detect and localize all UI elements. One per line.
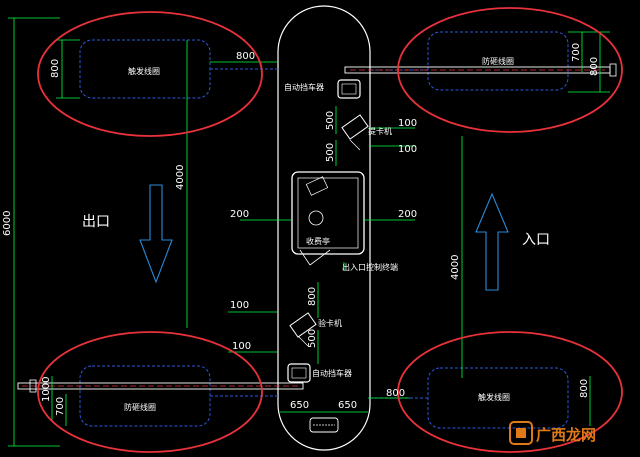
barrier-arm-top: [344, 63, 617, 77]
dim-800-gap-br: 800: [386, 388, 405, 399]
dim-100-b: 100: [398, 144, 417, 155]
barrier-gate-bottom: [287, 363, 311, 383]
ticket-machine-label: 验卡机: [318, 318, 342, 328]
dispenser-label: 提卡机: [368, 126, 392, 136]
toll-booth: [291, 171, 365, 266]
traffic-island: [277, 5, 371, 451]
dim-500-a: 500: [325, 111, 336, 130]
exit-arrow: [139, 184, 173, 284]
dim-800-coil-tl: 800: [50, 59, 61, 78]
dim-500-c: 500: [307, 329, 318, 348]
watermark: 广西龙网: [509, 421, 596, 445]
dim-100-a: 100: [398, 118, 417, 129]
dim-4000-exit: 4000: [175, 165, 186, 190]
dim-500-b: 500: [325, 143, 336, 162]
dim-200-left: 200: [230, 209, 249, 220]
coil-outlines: [79, 31, 569, 429]
barrier-arm-bottom: [17, 379, 304, 393]
dim-800-gap-tl: 800: [236, 51, 255, 62]
card-dispenser: [341, 114, 369, 151]
coil-label-br: 触发线圈: [478, 392, 510, 402]
ticket-logo: [309, 417, 339, 433]
highlight-circles: [37, 7, 623, 453]
card-reader: [289, 312, 317, 347]
entrance-arrow: [475, 192, 509, 291]
auto-barrier-label-bottom: 自动挡车器: [312, 368, 352, 378]
barrier-gate-top: [337, 79, 361, 99]
coil-label-bl: 防砸线圈: [124, 402, 156, 412]
dim-800-tr: 800: [589, 57, 600, 76]
dim-1000-bl: 1000: [41, 377, 52, 402]
dim-4000-entrance: 4000: [450, 255, 461, 280]
dim-650-left: 650: [290, 400, 309, 411]
dim-100-d: 100: [232, 341, 251, 352]
dim-650-right: 650: [338, 400, 357, 411]
dim-100-c: 100: [230, 300, 249, 311]
entrance-label: 入口: [522, 232, 550, 248]
dimension-lines: [8, 17, 610, 447]
dim-200-right: 200: [398, 209, 417, 220]
exit-label: 出口: [82, 214, 110, 230]
toll-booth-label: 收费亭: [306, 236, 330, 246]
dim-700-tr: 700: [571, 43, 582, 62]
auto-barrier-label-top: 自动挡车器: [284, 82, 324, 92]
coil-label-tr: 防砸线圈: [482, 56, 514, 66]
io-controller-label: 出入口控制终端: [342, 262, 398, 272]
coil-label-tl: 触发线圈: [128, 66, 160, 76]
dim-6000-total: 6000: [2, 211, 13, 236]
watermark-text: 广西龙网: [536, 426, 596, 444]
dim-800-br: 800: [579, 379, 590, 398]
dim-800-booth: 800: [307, 287, 318, 306]
dim-700-bl: 700: [55, 397, 66, 416]
